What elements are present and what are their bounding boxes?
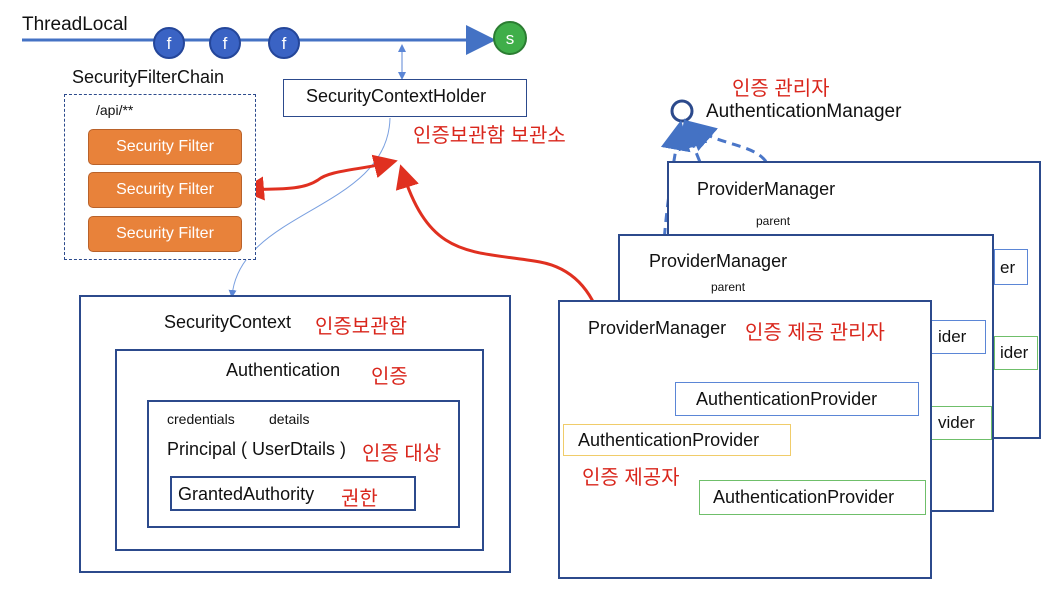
security-context-label: SecurityContext <box>164 312 292 332</box>
granted-authority-kr: 권한 <box>341 488 378 510</box>
granted-authority-label: GrantedAuthority <box>178 484 315 504</box>
parent-label-mid: parent <box>711 280 746 294</box>
security-context-holder-kr: 인증보관함 보관소 <box>413 125 566 147</box>
granted-authority-box <box>170 476 416 511</box>
authentication-kr: 인증 <box>371 366 408 388</box>
details-label: details <box>269 411 310 427</box>
provider-manager-label-mid: ProviderManager <box>649 251 788 271</box>
authentication-provider-3 <box>699 480 926 515</box>
filter-f-icon: f <box>268 27 300 59</box>
authentication-provider-1 <box>675 382 919 416</box>
back-fragment-1: er <box>1000 258 1016 277</box>
parent-label-back: parent <box>756 214 791 228</box>
authentication-provider-3-label: AuthenticationProvider <box>713 487 895 507</box>
credentials-label: credentials <box>167 411 235 427</box>
filter-f-icon: f <box>153 27 185 59</box>
back-fragment-2: ider <box>1000 343 1029 362</box>
holder-to-context-curve <box>228 117 391 298</box>
manager-dashed-1 <box>685 120 774 176</box>
mid-fragment-2: vider <box>938 413 975 432</box>
principal-kr: 인증 대상 <box>362 443 442 465</box>
authentication-provider-1-label: AuthenticationProvider <box>696 389 878 409</box>
mid-provider-stub-1 <box>930 320 986 354</box>
back-provider-stub-2 <box>994 336 1038 370</box>
holder-filter-arrow <box>240 154 398 201</box>
authentication-provider-kr: 인증 제공자 <box>582 467 680 489</box>
security-filter-3: Security Filter <box>88 216 242 252</box>
manager-dashed-3 <box>660 120 691 313</box>
security-context-holder-box <box>283 79 527 117</box>
principal-label: Principal ( UserDtails ) <box>167 439 347 459</box>
auth-manager-label: AuthenticationManager <box>706 101 902 122</box>
provider-manager-label-front: ProviderManager <box>588 318 727 338</box>
filter-chain-path: /api/** <box>96 102 134 118</box>
auth-manager-kr: 인증 관리자 <box>732 78 830 100</box>
authentication-provider-2-label: AuthenticationProvider <box>578 430 760 450</box>
provider-manager-kr: 인증 제공 관리자 <box>745 322 885 344</box>
thread-local-label: ThreadLocal <box>22 14 128 35</box>
security-context-holder-label: SecurityContextHolder <box>306 86 487 106</box>
auth-manager-port <box>670 99 694 123</box>
end-s-icon: s <box>493 21 527 55</box>
provider-manager-label-back: ProviderManager <box>697 179 836 199</box>
back-provider-stub-1 <box>994 249 1028 285</box>
mid-fragment-1: ider <box>938 327 967 346</box>
security-filter-2: Security Filter <box>88 172 242 208</box>
authentication-label: Authentication <box>226 360 341 380</box>
filter-f-icon: f <box>209 27 241 59</box>
security-context-kr: 인증보관함 <box>315 316 407 338</box>
security-filter-1: Security Filter <box>88 129 242 165</box>
authentication-provider-2 <box>563 424 791 456</box>
filter-chain-title: SecurityFilterChain <box>72 67 225 87</box>
